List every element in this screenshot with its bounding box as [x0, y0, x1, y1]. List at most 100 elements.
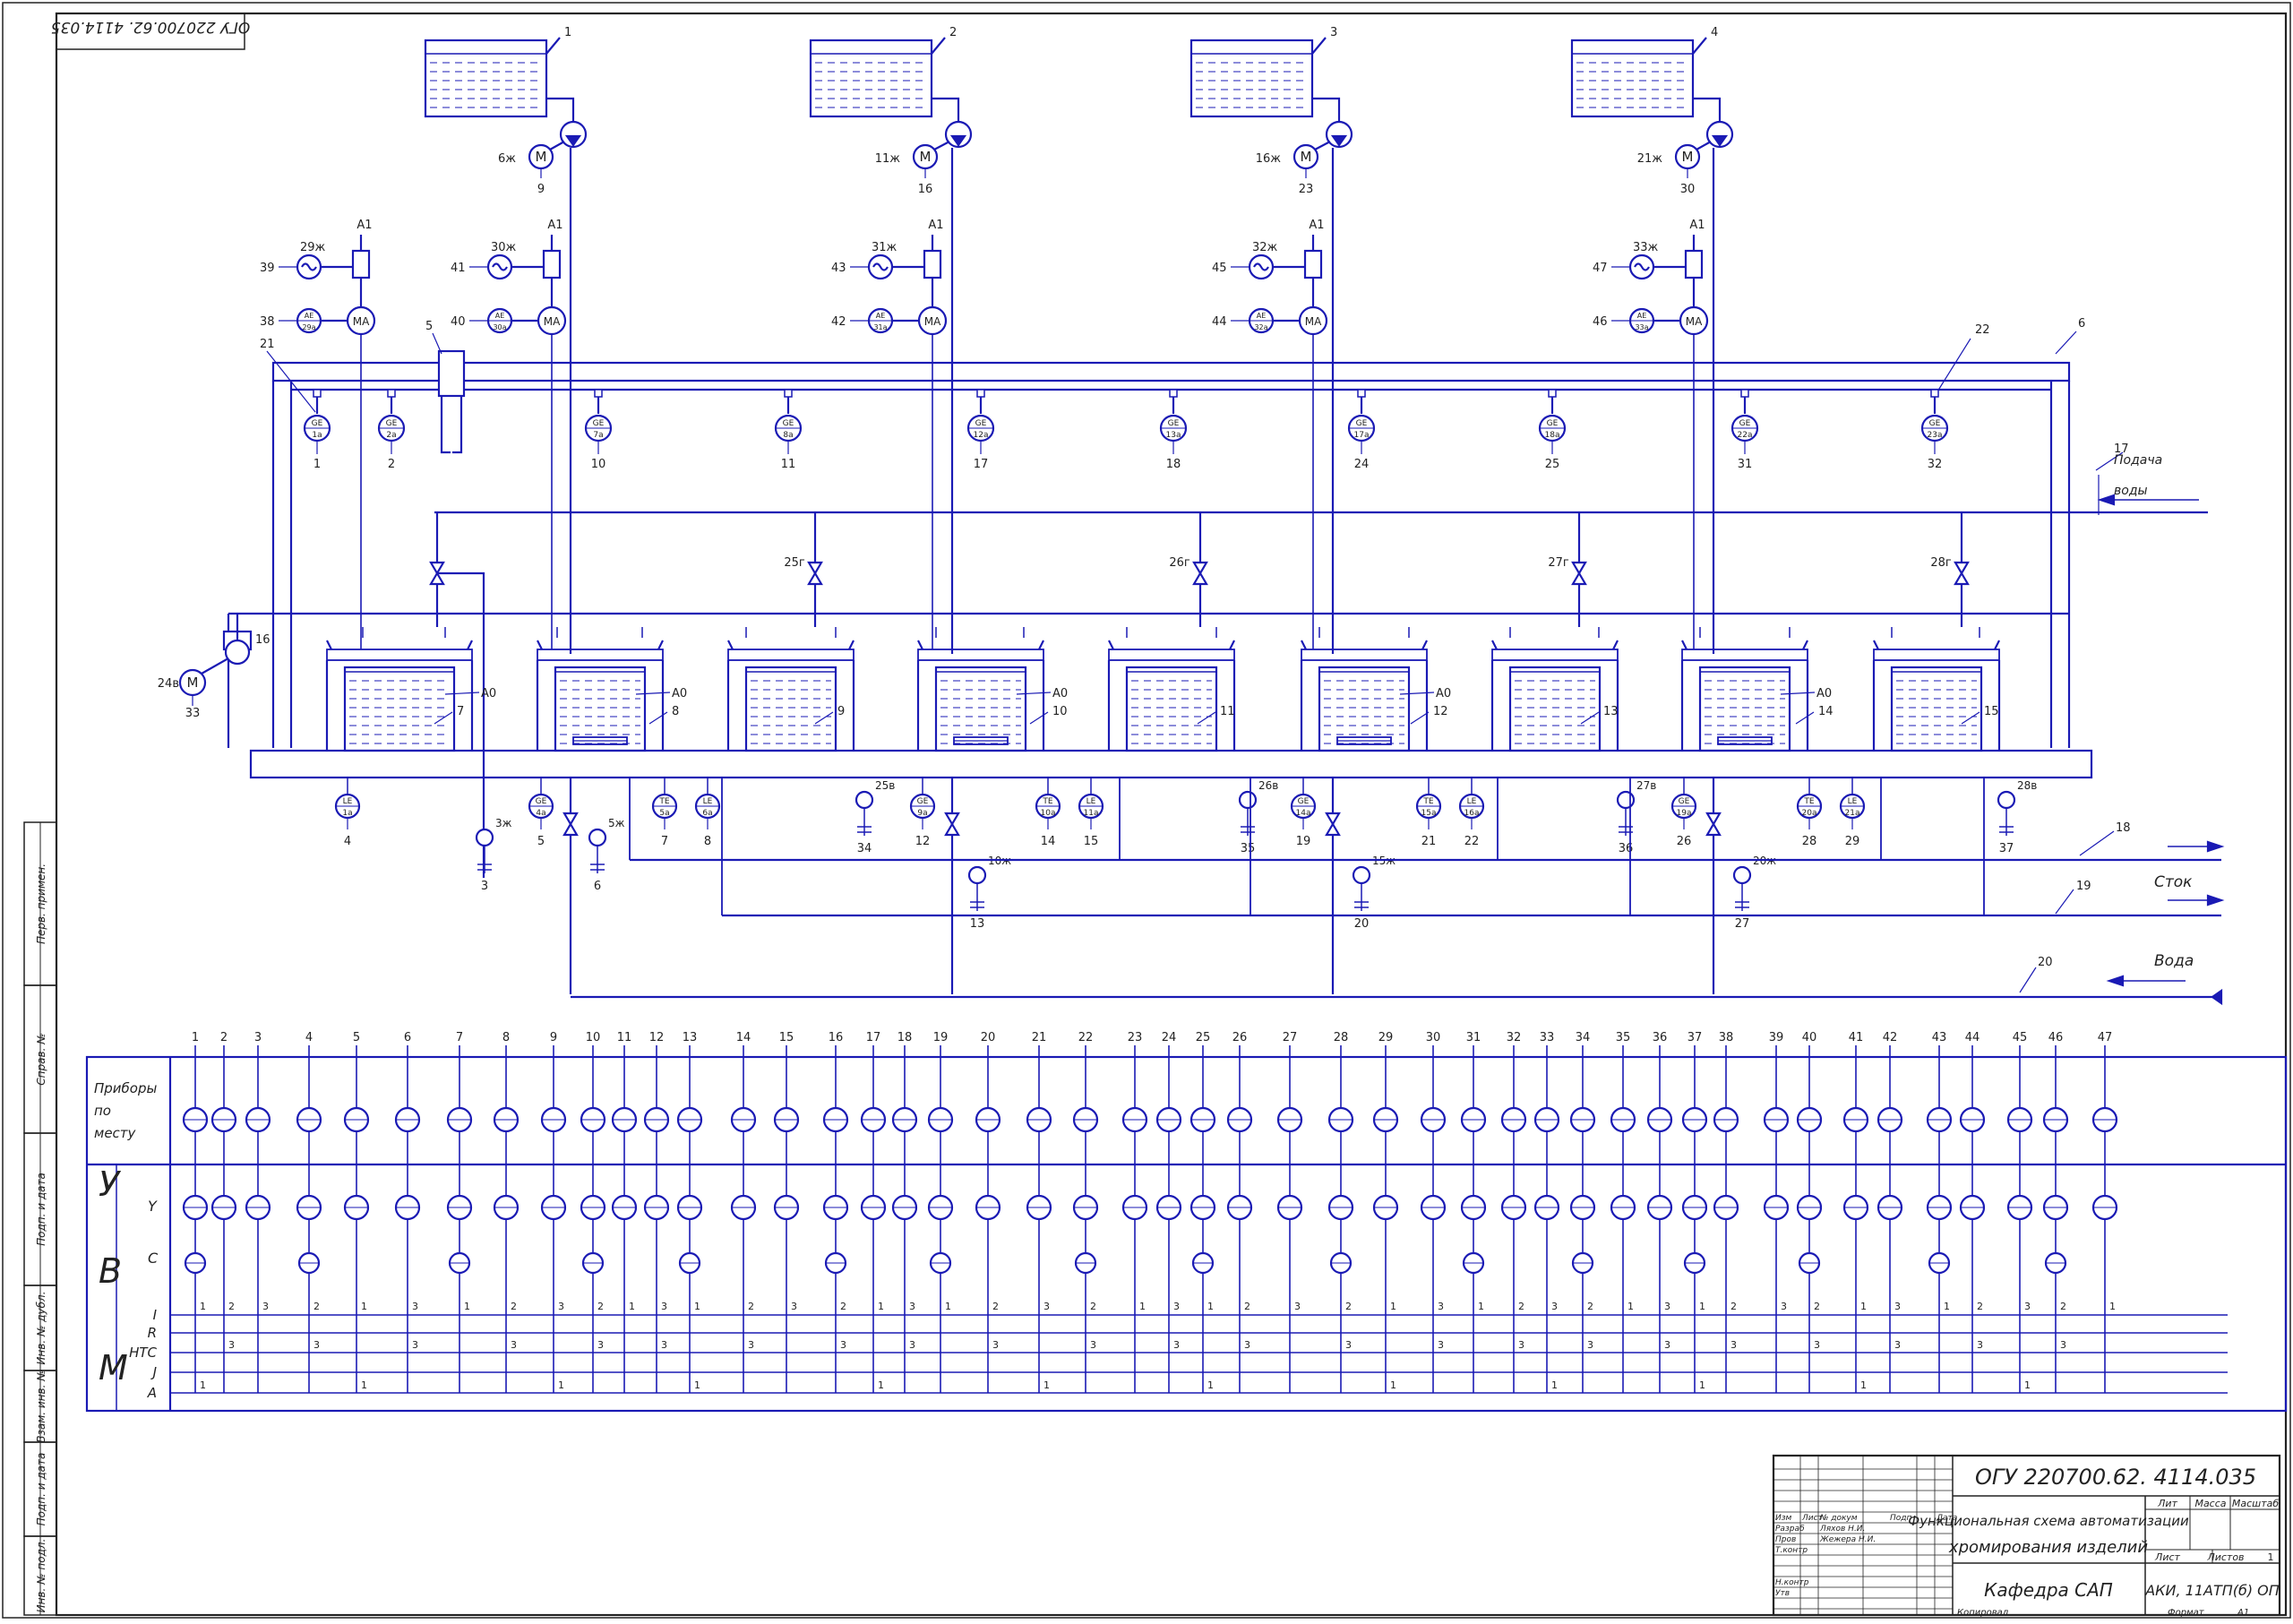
instrument-type: GE — [1298, 797, 1310, 806]
signal-value: 1 — [1699, 1379, 1705, 1391]
ammeter-text: MA — [1305, 315, 1322, 328]
instrument-type: GE — [593, 419, 605, 428]
bath-hood — [917, 649, 1044, 661]
side-strip-label: Справ. № — [35, 1033, 47, 1085]
hand-valve-indicator — [1732, 865, 1752, 885]
column-number: 15 — [779, 1031, 794, 1044]
signal-value: 1 — [200, 1301, 206, 1312]
signal-value: 3 — [909, 1339, 915, 1351]
title-header: Лит — [2157, 1498, 2177, 1509]
leader — [1934, 338, 1971, 397]
signal-value: 3 — [1814, 1339, 1820, 1351]
instrument-id: 33а — [1635, 323, 1648, 331]
instrument-type: LE — [703, 797, 713, 806]
gas-sensor-number: 25 — [1545, 458, 1560, 471]
pump-tag: 21ж — [1637, 152, 1663, 166]
pump-triangle — [564, 134, 582, 147]
signal-value: 3 — [1977, 1339, 1983, 1351]
hood-edge — [1421, 640, 1428, 650]
column-number: 18 — [897, 1031, 913, 1044]
sensor-number: 29 — [1845, 835, 1860, 848]
ammeter-text: MA — [353, 315, 370, 328]
sine-wave — [301, 262, 317, 271]
instrument-id: 1а — [312, 431, 322, 440]
signal-value: 3 — [909, 1301, 915, 1312]
table-section-m: М — [99, 1348, 128, 1388]
plating-bath — [554, 666, 647, 752]
signal-value: 1 — [878, 1379, 884, 1391]
column-number: 27 — [1283, 1031, 1298, 1044]
ae-number: 42 — [831, 315, 846, 329]
signal-value: 2 — [1977, 1301, 1983, 1312]
leader — [1399, 692, 1435, 695]
motor-letter: M — [1301, 149, 1312, 165]
signal-value: 2 — [2060, 1301, 2066, 1312]
reagent-tank — [424, 39, 548, 118]
instrument-id: 17а — [1354, 431, 1370, 440]
motor-number: 9 — [537, 183, 545, 196]
signal-value: 3 — [262, 1301, 269, 1312]
gen-tag: 33ж — [1633, 241, 1659, 254]
plating-bath — [1318, 666, 1411, 752]
signal-value: 3 — [1294, 1301, 1301, 1312]
ammeter-text: MA — [924, 315, 941, 328]
instrument-type: LE — [1086, 797, 1096, 806]
row-label-y: Y — [148, 1198, 158, 1215]
instrument-id: 1а — [342, 809, 352, 818]
leader — [2079, 830, 2115, 856]
tap-box — [1740, 389, 1749, 398]
signal-value: 2 — [313, 1301, 320, 1312]
signal-value: 3 — [1090, 1339, 1096, 1351]
signal-value: 1 — [1860, 1301, 1867, 1312]
column-number: 46 — [2048, 1031, 2064, 1044]
column-number: 20 — [981, 1031, 996, 1044]
instrument-id: 23а — [1928, 431, 1943, 440]
collector-outlet — [440, 396, 451, 454]
fan-number: 16 — [255, 633, 271, 647]
top-stamp-box — [56, 13, 245, 50]
column-number: 11 — [617, 1031, 632, 1044]
rectifier-box — [923, 249, 942, 279]
leader — [814, 711, 834, 725]
instrument-type: TE — [658, 797, 669, 806]
column-number: 38 — [1719, 1031, 1734, 1044]
ammeter-text: MA — [1686, 315, 1703, 328]
suction-pipe — [546, 97, 575, 122]
instrument-id: 30а — [493, 323, 506, 331]
signal-value: 2 — [1244, 1301, 1250, 1312]
shaft — [549, 141, 565, 150]
leader — [1311, 37, 1327, 55]
collector-number: 5 — [425, 320, 433, 333]
instrument-type: GE — [1168, 419, 1180, 428]
hand-valve-tag: 25в — [875, 779, 895, 792]
pump-triangle — [1330, 134, 1348, 147]
pump-tag: 6ж — [498, 152, 516, 166]
tank-number: 3 — [1330, 26, 1337, 39]
signal-value: 2 — [1730, 1301, 1737, 1312]
signal-value: 1 — [1139, 1301, 1146, 1312]
signal-value: 2 — [1518, 1301, 1524, 1312]
instrument-type: GE — [1679, 797, 1690, 806]
column-number: 25 — [1196, 1031, 1211, 1044]
leader — [1029, 711, 1049, 725]
gas-sensor-number: 31 — [1738, 458, 1753, 471]
signal-value: 3 — [1587, 1339, 1593, 1351]
tap-box — [387, 389, 396, 398]
sensor-number: 21 — [1421, 835, 1437, 848]
column-number: 7 — [456, 1031, 463, 1044]
supply-pipe — [437, 571, 485, 878]
shaft — [1314, 141, 1331, 150]
hood-edge — [326, 640, 332, 650]
suction-pipe — [1312, 97, 1341, 122]
instrument-type: GE — [1356, 419, 1368, 428]
motor-number: 23 — [1299, 183, 1314, 196]
supply-valve — [1954, 561, 1970, 576]
plating-bath — [1125, 666, 1218, 752]
hand-valve-indicator — [1352, 865, 1371, 885]
motor-letter: M — [187, 675, 199, 691]
vent-duct-frame — [271, 361, 2071, 382]
column-number: 2 — [220, 1031, 228, 1044]
instrument-type: LE — [343, 797, 353, 806]
collector-outlet — [452, 396, 463, 454]
